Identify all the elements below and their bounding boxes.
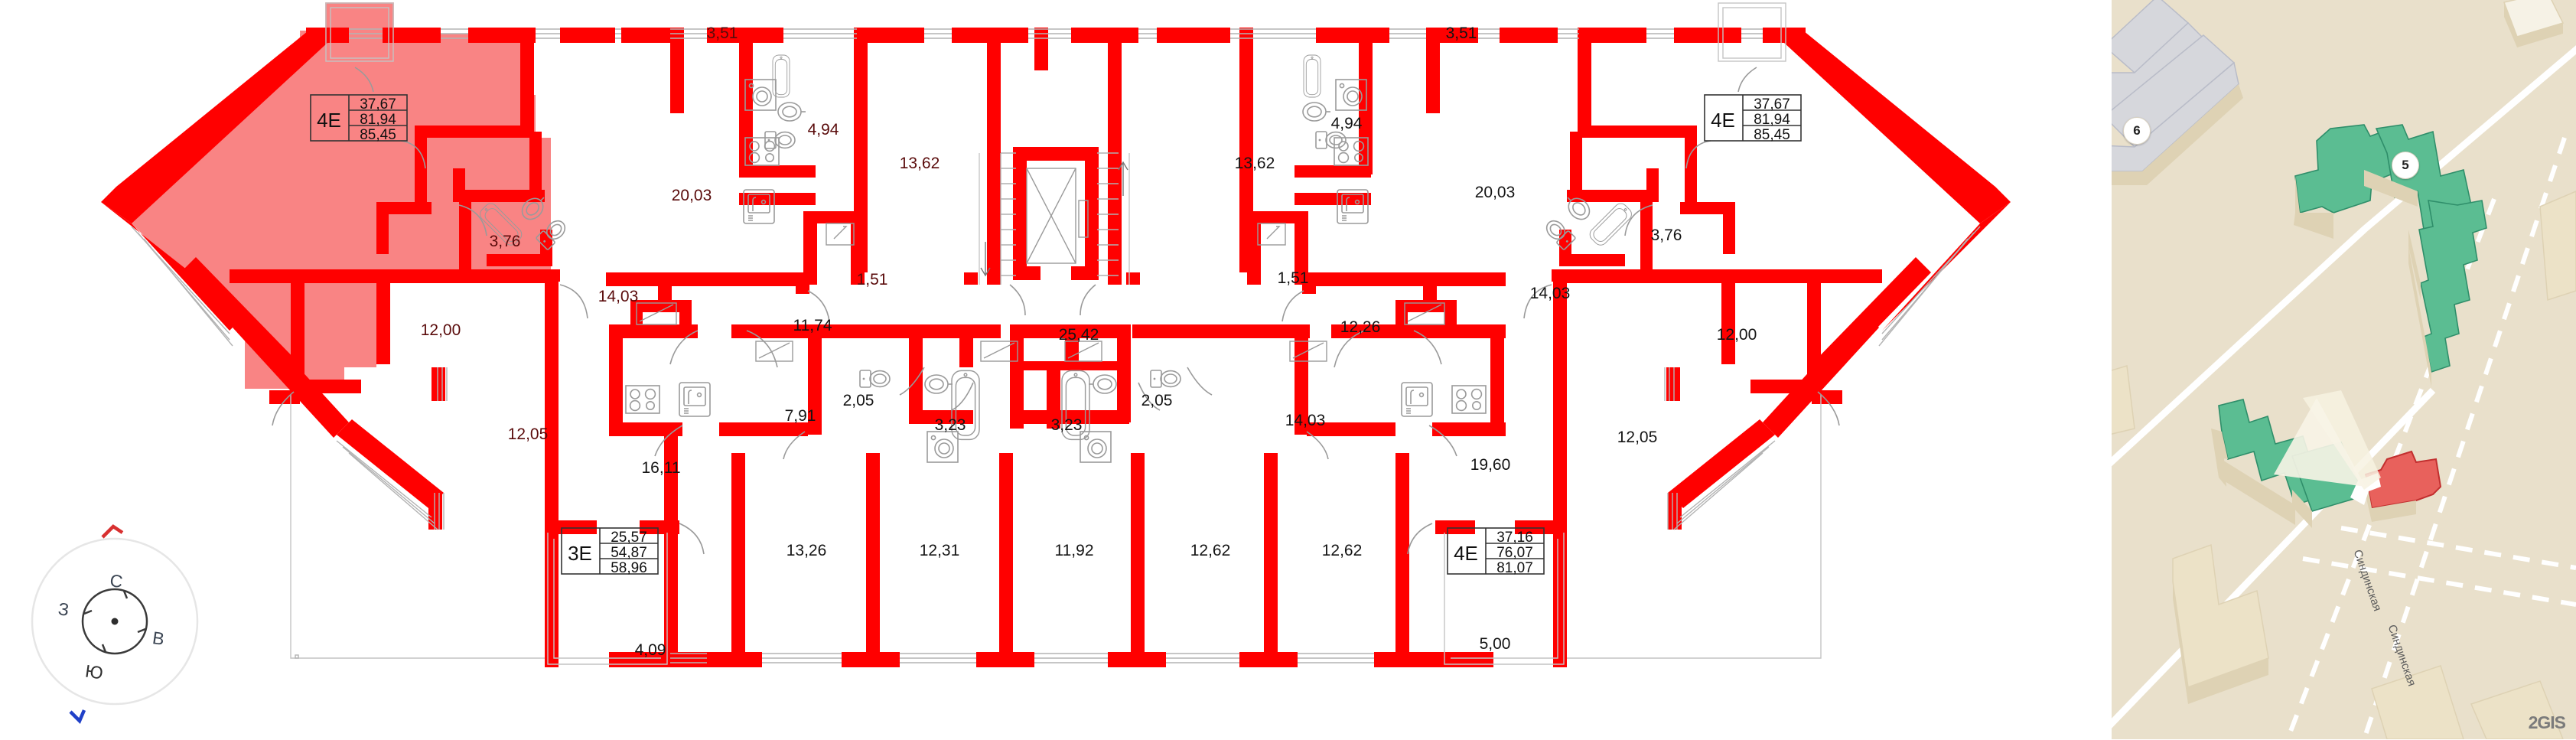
room-area-hall-left: 7,91 <box>785 407 816 425</box>
floor-plan-svg[interactable]: 4E 37,67 81,94 85,45 4E 37,67 81,94 85,4… <box>0 0 2112 739</box>
window-layer <box>131 2 1981 665</box>
fixture-layer <box>477 54 1635 463</box>
apt-area-living: 25,57 <box>611 530 647 546</box>
map-marker-5-label: 5 <box>2402 158 2409 172</box>
apartment-badge-top-right[interactable]: 4E 37,67 81,94 85,45 <box>1704 94 1802 143</box>
apt-area-total: 81,94 <box>360 112 396 128</box>
2gis-attribution: 2GIS <box>2528 712 2566 732</box>
room-area-balcony-top-left: 3,51 <box>707 24 738 42</box>
room-area-bath-center-left: 3,23 <box>935 416 966 434</box>
room-area-bedroom-left-12: 12,00 <box>421 321 461 339</box>
apt-type: 4E <box>317 109 341 132</box>
apartment-badge-bottom-right[interactable]: 4E 37,16 76,07 81,07 <box>1447 527 1545 576</box>
room-area-balcony-top-right: 3,51 <box>1446 24 1477 42</box>
map-marker-6[interactable]: 6 <box>2123 117 2151 145</box>
location-map-panel[interactable]: Синдинская Синдинская 6 5 2GIS <box>2112 0 2576 739</box>
apt-area-balcony: 81,07 <box>1496 560 1533 576</box>
compass-outer-ring <box>31 537 199 706</box>
apt-area-balcony: 58,96 <box>611 560 647 576</box>
apt-area-living: 37,67 <box>1754 96 1790 112</box>
room-area-bedroom-right-12: 12,00 <box>1717 326 1757 344</box>
room-area-bedroom-right-upper: 13,62 <box>1235 155 1275 172</box>
room-area-room-13-26: 13,26 <box>786 542 827 559</box>
door-swing-layer <box>272 67 1840 555</box>
compass-inner-ring <box>81 588 148 655</box>
apartment-badge-bottom-left[interactable]: 3E 25,57 54,87 58,96 <box>561 527 659 576</box>
room-area-room-right-14: 14,03 <box>1530 285 1571 302</box>
apartment-label-layer: 4E 37,67 81,94 85,45 4E 37,67 81,94 85,4… <box>310 94 1802 576</box>
compass-label-east: В <box>151 628 166 649</box>
room-area-room-12-62-b: 12,62 <box>1322 542 1363 559</box>
map-beige-buildings <box>2112 0 2576 739</box>
room-area-bedroom-left-1205: 12,05 <box>508 425 549 443</box>
room-area-kitchen-left: 16,11 <box>642 459 681 477</box>
compass-rose: С В Ю З <box>23 514 207 736</box>
compass-north-marker <box>101 524 124 539</box>
staircase <box>979 152 1130 285</box>
apt-area-living: 37,67 <box>360 96 396 112</box>
apt-area-balcony: 85,45 <box>1754 127 1790 143</box>
room-area-bath-left-corner: 3,76 <box>490 233 521 250</box>
room-area-balcony-bottom-right: 5,00 <box>1480 635 1511 653</box>
wall-layer <box>101 28 2011 667</box>
map-marker-6-label: 6 <box>2133 123 2141 138</box>
room-area-closet-left: 1,51 <box>857 271 888 289</box>
compass-ticks <box>83 590 146 653</box>
compass-label-west: З <box>57 598 70 620</box>
apt-type: 3E <box>568 542 592 565</box>
compass-south-marker <box>69 709 86 724</box>
room-area-bathroom-left-upper: 4,94 <box>808 121 839 139</box>
room-area-wc-left: 2,05 <box>843 392 874 409</box>
room-area-hall-right: 14,03 <box>1285 412 1326 429</box>
apt-area-total: 54,87 <box>611 545 647 561</box>
apt-area-living: 37,16 <box>1496 530 1533 546</box>
room-area-corridor-right: 12,26 <box>1340 318 1381 336</box>
room-area-room-11-92: 11,92 <box>1055 542 1094 559</box>
apartment-badge-top-left[interactable]: 4E 37,67 81,94 85,45 <box>310 94 408 143</box>
room-area-kitchen-right: 19,60 <box>1470 456 1511 474</box>
room-area-bath-right-corner: 3,76 <box>1651 227 1682 244</box>
room-area-wc-right: 2,05 <box>1141 392 1173 409</box>
compass-label-south: Ю <box>84 661 105 683</box>
room-area-lobby-center: 25,42 <box>1059 326 1099 344</box>
apt-type: 4E <box>1454 542 1478 565</box>
floor-plan-panel[interactable]: 4E 37,67 81,94 85,45 4E 37,67 81,94 85,4… <box>0 0 2112 739</box>
room-area-bath-center-right: 3,23 <box>1051 416 1083 434</box>
room-area-bathroom-right-upper: 4,94 <box>1331 115 1363 132</box>
map-marker-5[interactable]: 5 <box>2392 152 2419 179</box>
highlighted-building[interactable] <box>2364 450 2442 510</box>
compass-center-dot <box>111 618 119 625</box>
apt-area-balcony: 85,45 <box>360 127 396 143</box>
room-area-bedroom-right-1205: 12,05 <box>1617 429 1658 446</box>
apt-area-total: 81,94 <box>1754 112 1790 128</box>
room-area-living-left: 20,03 <box>672 187 712 204</box>
room-area-closet-right: 1,51 <box>1278 269 1309 287</box>
apt-area-total: 76,07 <box>1496 545 1533 561</box>
room-area-room-12-62-a: 12,62 <box>1190 542 1231 559</box>
apt-type: 4E <box>1711 109 1735 132</box>
room-label-layer: 3,51 3,51 4,94 4,94 13,62 13,62 20,03 20,03 3,76… <box>421 24 1757 659</box>
room-area-balcony-bottom-left: 4,09 <box>635 641 666 659</box>
room-area-room-left-14: 14,03 <box>598 288 639 305</box>
room-area-corridor-left: 11,74 <box>793 317 832 334</box>
room-area-living-right: 20,03 <box>1475 184 1516 201</box>
room-area-bedroom-left-upper: 13,62 <box>900 155 940 172</box>
room-area-room-12-31: 12,31 <box>920 542 960 559</box>
compass-label-north: С <box>109 570 124 592</box>
